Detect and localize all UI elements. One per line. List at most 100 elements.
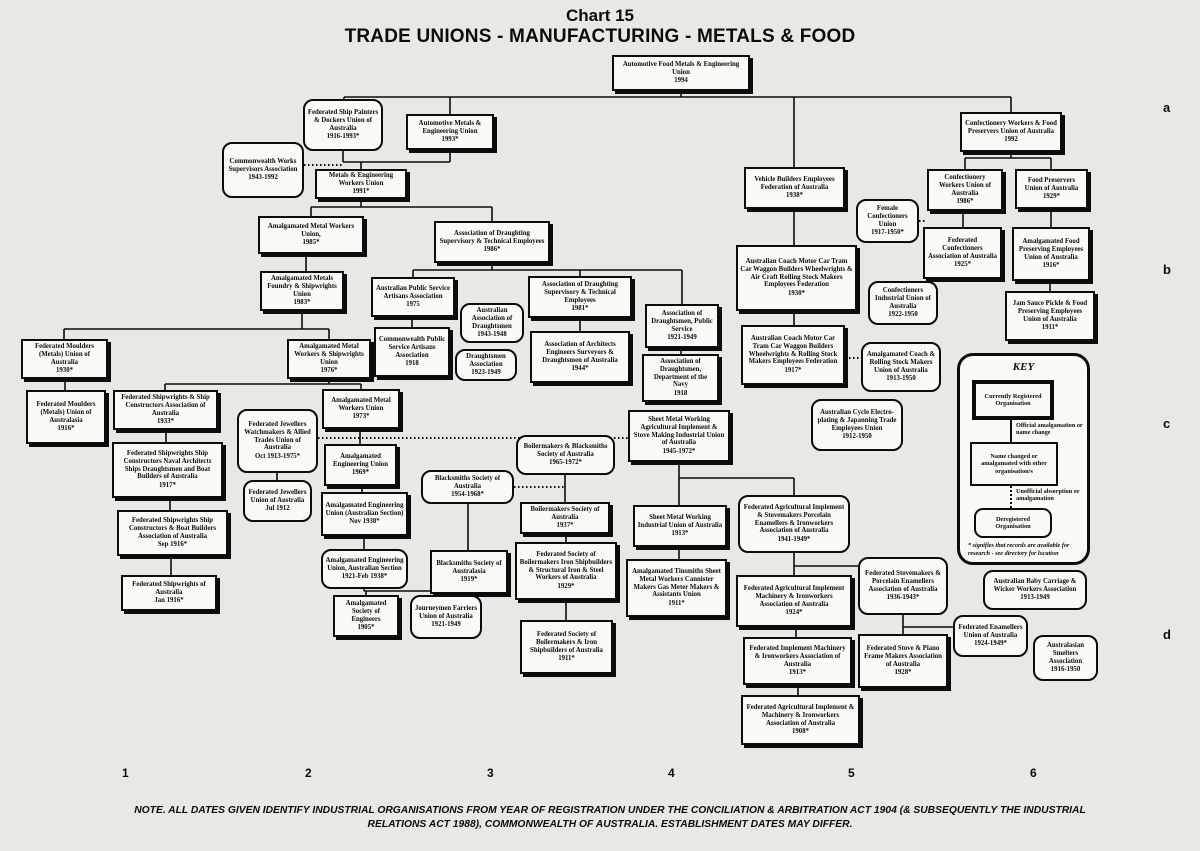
- org-name: Jam Sauce Pickle & Food Preserving Emplo…: [1012, 300, 1088, 323]
- org-name: Journeymen Farriers Union of Australia: [414, 604, 478, 620]
- org-name: Commonwealth Public Service Artisans Ass…: [378, 336, 446, 359]
- org-date: 1905*: [357, 624, 375, 632]
- org-box-amwsu-1976: Amalgamated Metal Workers & Shipwrights …: [287, 339, 371, 379]
- org-name: Association of Architects Engineers Surv…: [542, 341, 618, 364]
- org-name: Federated Jewellers Watchmakers & Allied…: [244, 421, 311, 452]
- org-box-acej-1912: Australian Cycle Electro-plating & Japan…: [811, 399, 903, 451]
- org-name: Federated Confectioners Association of A…: [927, 237, 998, 260]
- org-name: Confectionery Workers Union of Australia: [938, 174, 992, 197]
- key-registered-box: Currently Registered Organisation: [972, 380, 1054, 420]
- org-name: Amalgamated Tinsmiths Sheet Metal Worker…: [632, 568, 721, 599]
- org-date: 1918: [405, 360, 419, 368]
- org-date: 1911*: [558, 655, 575, 663]
- org-date: 1918: [673, 390, 688, 397]
- org-box-faispe-1941: Federated Agricultural Implement & Stove…: [738, 495, 850, 553]
- column-label-6: 6: [1030, 766, 1037, 780]
- org-box-cwfp-1992: Confectionery Workers & Food Preservers …: [960, 112, 1062, 152]
- org-date: 1916-1950: [1050, 666, 1081, 674]
- org-name: Federated Agricultural Implement & Stove…: [743, 504, 845, 535]
- org-box-faimi-1908: Federated Agricultural Implement & Machi…: [741, 695, 860, 745]
- org-name: Automotive Metals & Engineering Union: [418, 119, 482, 135]
- org-date: 1943-1992: [248, 174, 278, 182]
- org-date: 1973*: [352, 413, 370, 421]
- org-box-acrsm-1913: Amalgamated Coach & Rolling Stock Makers…: [861, 342, 941, 392]
- org-date: Jan 1916*: [154, 597, 184, 605]
- org-name: Food Preservers Union of Australia: [1024, 176, 1079, 192]
- org-name: Vehicle Builders Employees Federation of…: [754, 175, 835, 191]
- column-label-1: 1: [122, 766, 129, 780]
- org-name: Federated Implement Machinery & Ironwork…: [749, 645, 846, 668]
- org-date: 1993*: [441, 136, 459, 144]
- org-box-cpsaa-1918: Commonwealth Public Service Artisans Ass…: [374, 327, 450, 377]
- org-date: 1911*: [1041, 324, 1059, 332]
- org-date: 1923-1949: [471, 369, 501, 377]
- key-dotted-line: [1010, 486, 1012, 508]
- key-solid-line: [1010, 420, 1012, 442]
- org-date: 1925*: [954, 261, 971, 269]
- chart-heading: TRADE UNIONS - MANUFACTURING - METALS & …: [344, 26, 856, 47]
- org-box-aaesd-1944: Association of Architects Engineers Surv…: [530, 331, 630, 383]
- org-date: 1936-1943*: [886, 594, 920, 602]
- org-box-fspe-1936: Federated Stovemakers & Porcelain Enamel…: [858, 557, 948, 615]
- org-box-abcw-1913: Australian Baby Carriage & Wicker Worker…: [983, 570, 1087, 610]
- org-box-fmu-1916: Federated Moulders (Metals) Union of Aus…: [26, 390, 106, 444]
- org-name: Australasian Smelters Association: [1046, 642, 1084, 665]
- org-box-fsscbb-1916: Federated Shipwrights Ship Constructors …: [117, 510, 228, 556]
- org-box-acmc-1917: Australian Coach Motor Car Tram Car Wagg…: [741, 325, 845, 385]
- org-date: Oct 1913-1975*: [254, 453, 301, 460]
- key-deregistered-box: Deregistered Organisation: [974, 508, 1052, 538]
- org-name: Amalgamated Metal Workers Union: [331, 396, 391, 412]
- org-box-fmu-1930: Federated Moulders (Metals) Union of Aus…: [21, 339, 108, 379]
- org-date: 1908*: [792, 728, 809, 736]
- org-name: Amalgamated Metal Workers & Shipwrights …: [294, 343, 364, 366]
- org-box-fsbis-1929: Federated Society of Boilermakers Iron S…: [515, 542, 617, 600]
- org-name: Amalgamated Engineering Union: [333, 452, 388, 468]
- org-date: 1921-1949: [431, 621, 461, 629]
- org-date: 1943-1948: [477, 331, 507, 339]
- org-date: 1930*: [56, 367, 73, 375]
- org-box-cwsa-1943: Commonwealth Works Supervisors Associati…: [222, 142, 304, 198]
- org-date: 1924-1949*: [974, 640, 1007, 648]
- org-name: Federated Shipwrights Ship Constructors …: [128, 517, 217, 540]
- org-date: 1911*: [668, 600, 685, 607]
- key-namechange-label: Name changed or amalgamated with other o…: [981, 453, 1047, 475]
- row-label-d: d: [1163, 627, 1171, 642]
- key-deregistered-label: Deregistered Organisation: [995, 515, 1031, 530]
- org-name: Australian Coach Motor Car Tram Car Wagg…: [748, 335, 838, 366]
- org-box-adn-1918: Association of Draughtsmen, Department o…: [642, 354, 719, 402]
- org-name: Federated Shipwrights of Australia: [132, 580, 206, 596]
- org-date: 1944*: [571, 365, 589, 373]
- column-label-4: 4: [668, 766, 675, 780]
- org-box-fsbi-1911: Federated Society of Boilermakers & Iron…: [520, 620, 613, 674]
- org-date: 1965-1972*: [549, 459, 582, 467]
- org-name: Female Confectioners Union: [867, 205, 908, 228]
- org-name: Federated Shipwrights Ship Constructors …: [123, 450, 212, 481]
- org-box-afpeu-1916: Amalgamated Food Preserving Employees Un…: [1012, 227, 1090, 281]
- org-date: 1981*: [571, 305, 589, 313]
- org-name: Australian Cycle Electro-plating & Japan…: [817, 409, 897, 432]
- org-name: Australian Baby Carriage & Wicker Worker…: [993, 577, 1077, 593]
- org-name: Federated Ship Painters & Dockers Union …: [307, 109, 379, 132]
- org-name: Federated Stovemakers & Porcelain Enamel…: [865, 570, 941, 593]
- org-box-acmc-1930: Australian Coach Motor Car Tram Car Wagg…: [736, 245, 857, 311]
- org-name: Confectionery Workers & Food Preservers …: [965, 119, 1057, 135]
- org-name: Amalgamated Metals Foundry & Shipwrights…: [267, 275, 337, 298]
- row-label-a: a: [1163, 100, 1171, 115]
- org-name: Federated Enamellers Union of Australia: [958, 623, 1023, 639]
- org-box-apsaa-1975: Australian Public Service Artisans Assoc…: [371, 277, 455, 317]
- org-date: 1929*: [1043, 193, 1060, 201]
- org-name: Boilermakers & Blacksmiths Society of Au…: [523, 442, 608, 458]
- org-box-fimi-1913: Federated Implement Machinery & Ironwork…: [743, 637, 852, 685]
- org-date: 1912-1950: [842, 433, 872, 441]
- org-date: 1941-1949*: [777, 536, 811, 543]
- row-label-b: b: [1163, 262, 1171, 277]
- org-date: 1919*: [460, 576, 478, 584]
- org-box-amwu-1985: Amalgamated Metal Workers Union,1985*: [258, 216, 364, 254]
